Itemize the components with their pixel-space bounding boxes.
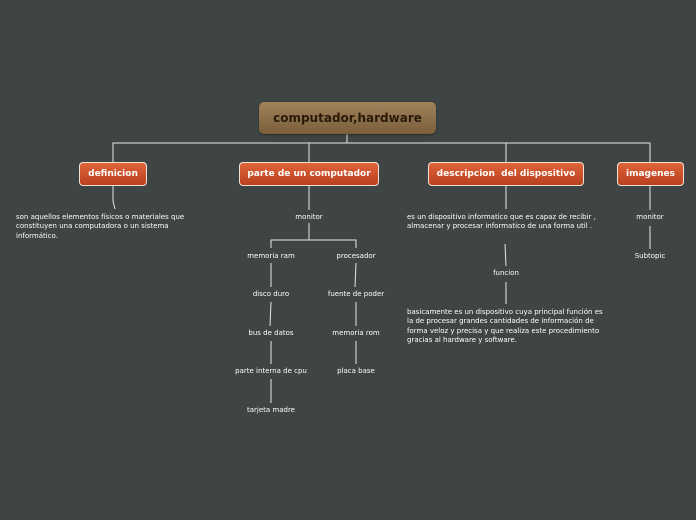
subtopic-definicion-text[interactable]: son aquellos elementos físicos o materia… <box>16 213 185 240</box>
connector-main-bar <box>112 142 651 162</box>
topic-definicion[interactable]: definicion <box>79 162 147 186</box>
subtopic-descripcion-text[interactable]: es un dispositivo informatico que es cap… <box>407 213 596 231</box>
connector-text-funcion <box>504 243 507 267</box>
topic-imagenes[interactable]: imagenes <box>617 162 684 186</box>
subtopic-procesador[interactable]: procesador <box>336 252 376 260</box>
root-topic-label: computador,hardware <box>273 111 422 125</box>
connector-monitor-split <box>270 223 357 248</box>
topic-descripcion-label: descripcion del dispositivo <box>436 169 576 179</box>
subtopic-tarjeta-madre[interactable]: tarjeta madre <box>246 406 295 414</box>
subtopic-imagenes-subtopic[interactable]: Subtopic <box>634 252 666 260</box>
subtopic-memoria-rom[interactable]: memoria rom <box>332 329 380 337</box>
topic-definicion-label: definicion <box>88 169 138 179</box>
subtopic-funcion-text[interactable]: basicamente es un dispositivo cuya princ… <box>407 308 603 344</box>
subtopic-imagenes-monitor[interactable]: monitor <box>636 213 664 221</box>
subtopic-memoria-ram[interactable]: memoria ram <box>247 252 295 260</box>
root-topic[interactable]: computador,hardware <box>259 102 436 134</box>
subtopic-parte-interna-de-cpu[interactable]: parte interna de cpu <box>235 367 307 375</box>
subtopic-funcion[interactable]: funcion <box>493 269 519 277</box>
subtopic-monitor[interactable]: monitor <box>295 213 323 221</box>
subtopic-placa-base[interactable]: placa base <box>337 367 375 375</box>
connector-left-col <box>269 263 272 403</box>
topic-parte-label: parte de un computador <box>247 169 371 179</box>
subtopic-bus-de-datos[interactable]: bus de datos <box>248 329 294 337</box>
topic-imagenes-label: imagenes <box>626 169 675 179</box>
topic-descripcion-del-dispositivo[interactable]: descripcion del dispositivo <box>428 162 584 186</box>
topic-parte-de-un-computador[interactable]: parte de un computador <box>239 162 379 186</box>
subtopic-fuente-de-poder[interactable]: fuente de poder <box>327 290 385 298</box>
connector-definicion-text <box>112 186 116 210</box>
subtopic-disco-duro[interactable]: disco duro <box>252 290 290 298</box>
connector-right-col <box>354 262 357 364</box>
